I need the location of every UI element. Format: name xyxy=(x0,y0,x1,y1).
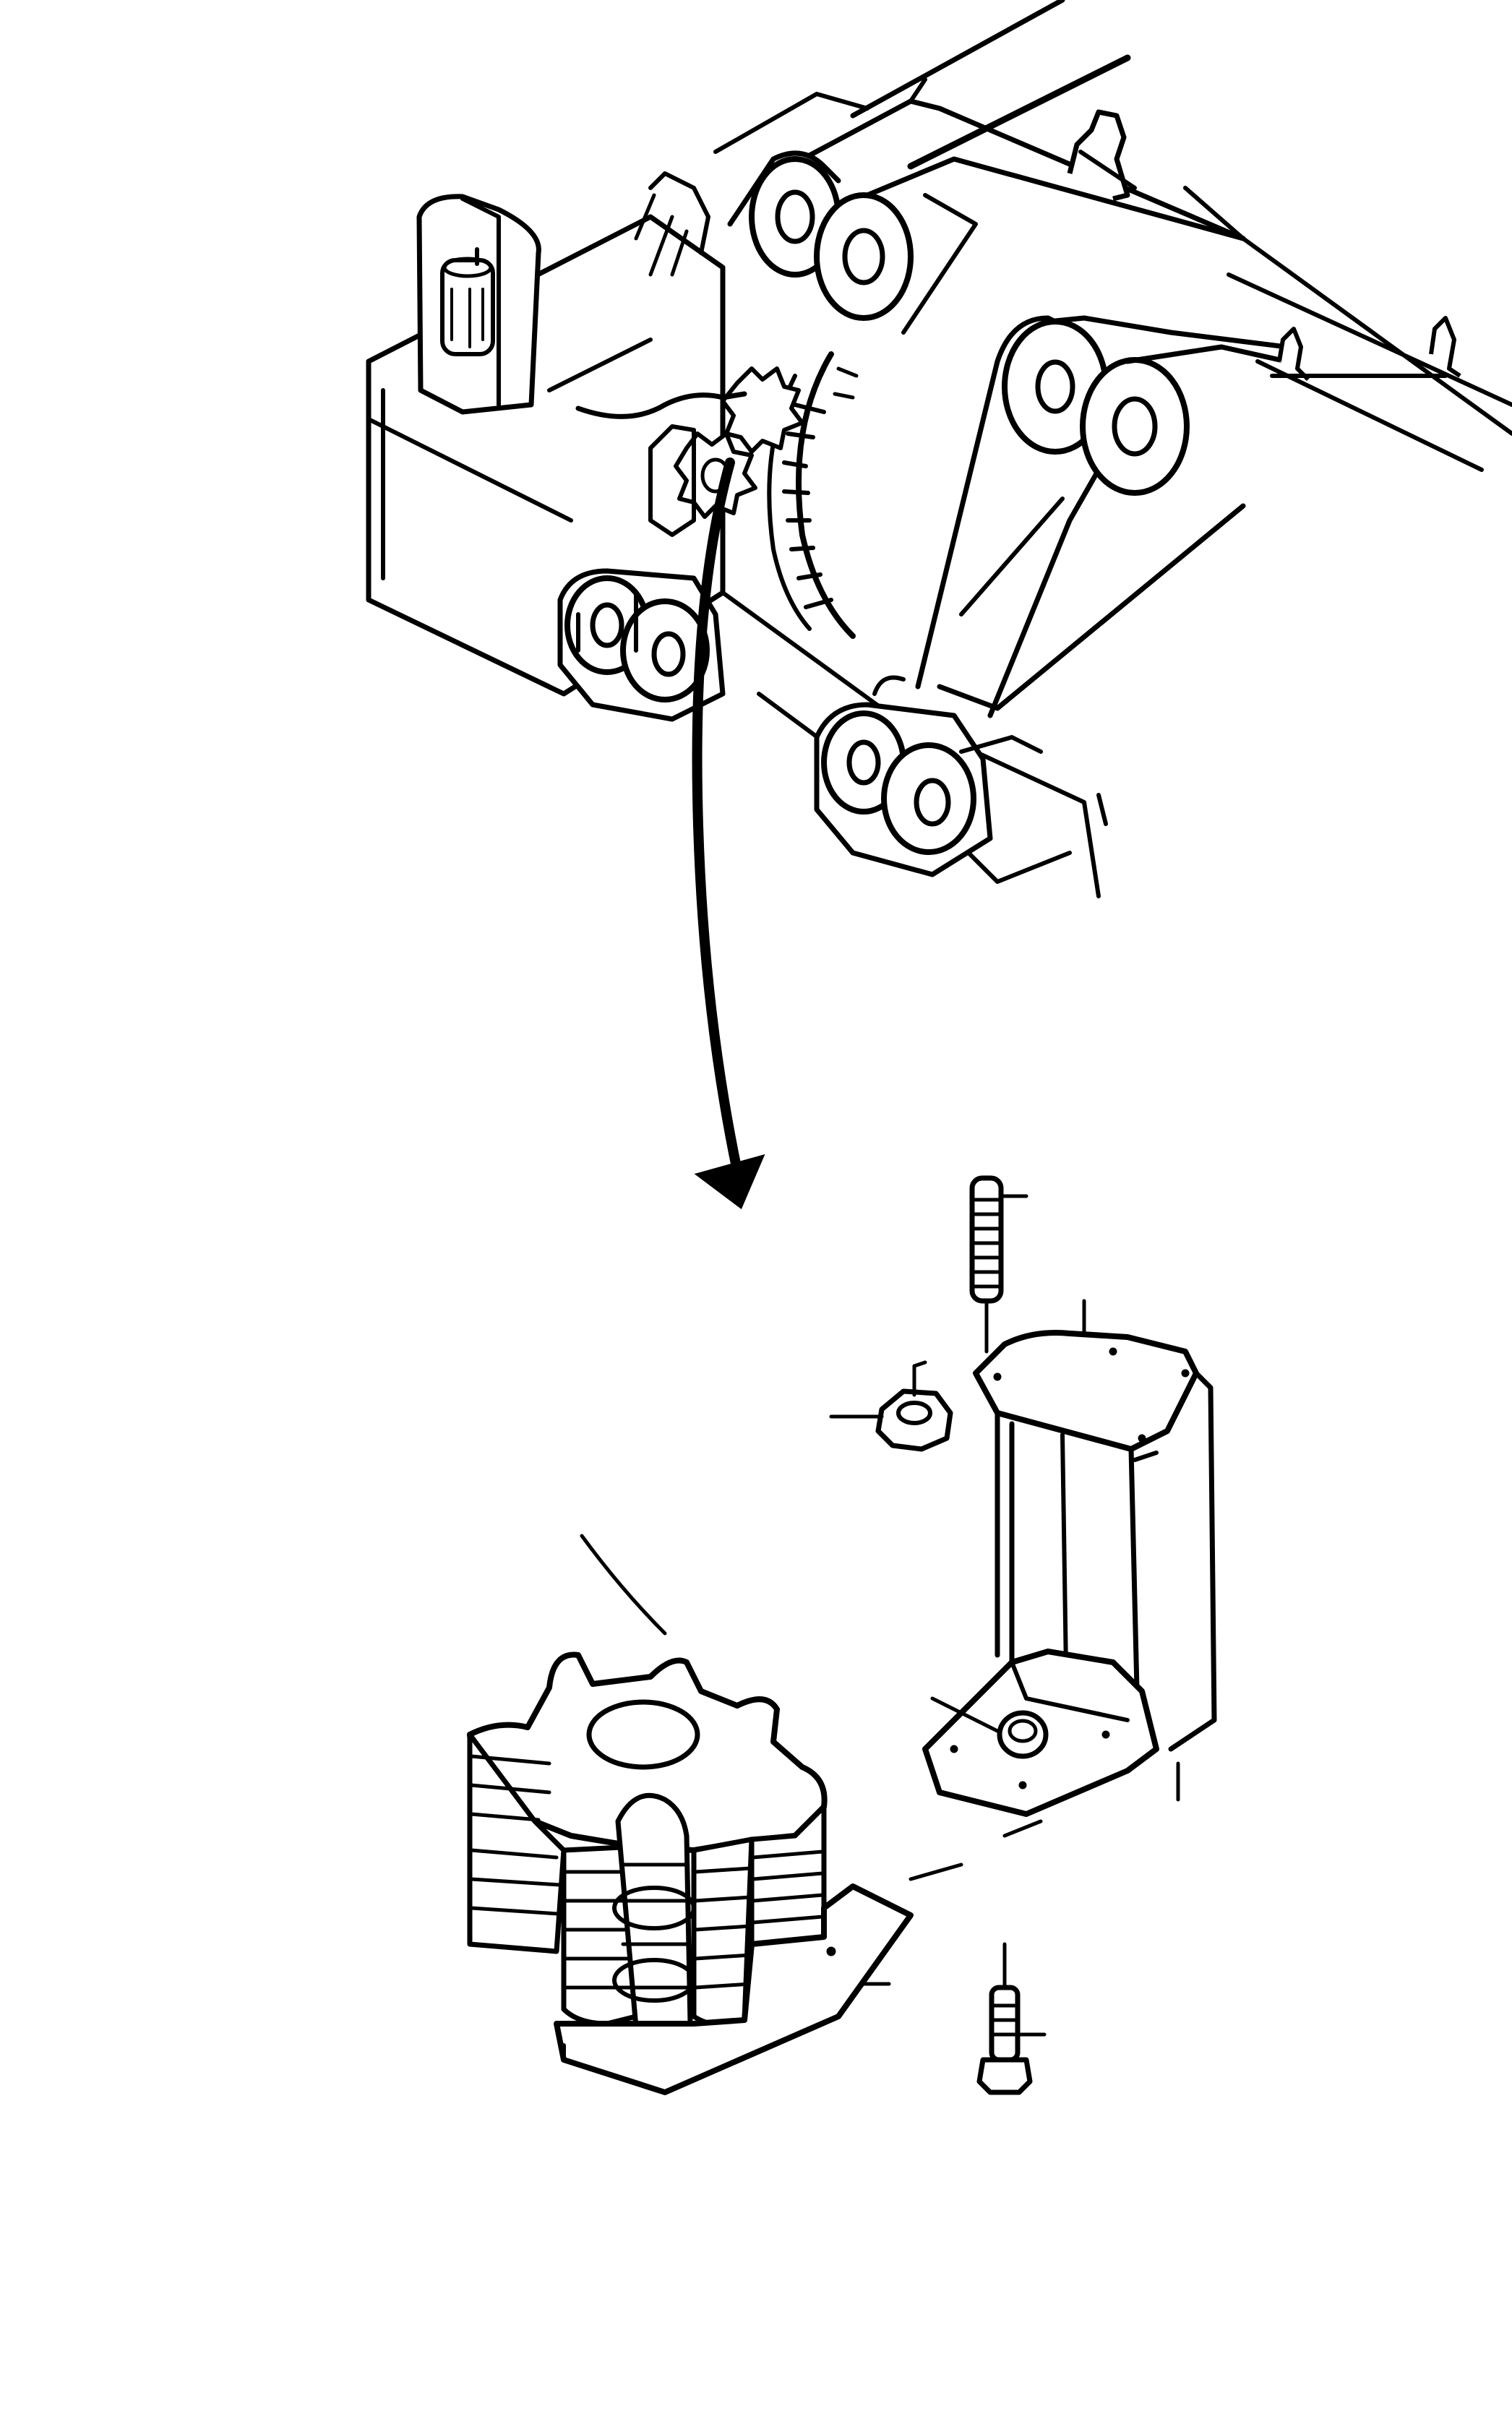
pulley-pair-upper xyxy=(727,77,1246,335)
explode-arrow xyxy=(692,457,765,1210)
pinion-gear-stack xyxy=(467,1534,914,2095)
machine-frame-assembly xyxy=(366,0,1512,898)
lower-bolt xyxy=(976,1942,1047,2095)
exploded-parts xyxy=(467,1175,1217,2095)
upper-bracket xyxy=(634,171,710,277)
pulley-pair-right xyxy=(915,315,1289,718)
rail-cleat-upper xyxy=(1067,109,1137,202)
pinion-gear-mounted xyxy=(648,366,804,537)
roller-pair-right xyxy=(814,675,1043,877)
threaded-stud xyxy=(969,1175,1028,1354)
control-wire xyxy=(575,391,747,419)
rail-cleats-right xyxy=(1270,316,1461,382)
mounting-bracket xyxy=(922,1299,1217,1817)
hex-nut xyxy=(829,1360,953,1452)
frame-top-rails xyxy=(713,0,1512,472)
roller-pair-left xyxy=(557,568,726,722)
cylinder-housing xyxy=(416,194,541,415)
